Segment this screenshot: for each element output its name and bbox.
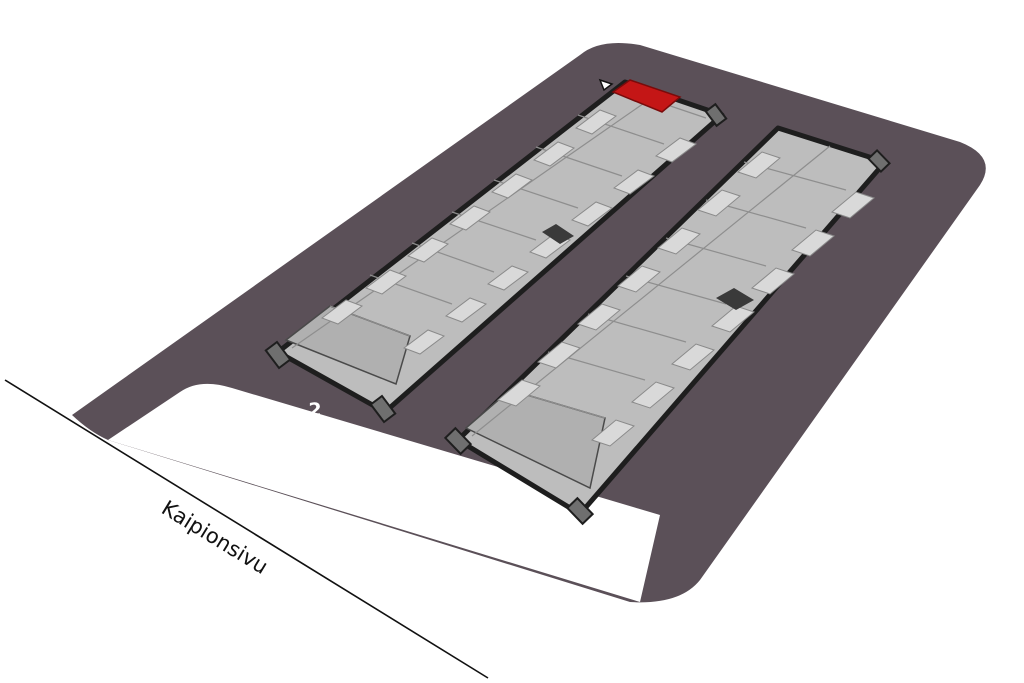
building-1-corner-sw <box>565 496 595 526</box>
building-1-label: 1 <box>500 497 513 519</box>
building-1-corner-ne <box>867 148 891 174</box>
lot-corner-cutout <box>108 383 660 602</box>
building-2-dark-vent <box>542 224 574 244</box>
triangle-marker-icon <box>598 78 614 92</box>
building-2: 2 <box>264 79 728 424</box>
building-1: 1 <box>443 125 891 526</box>
street-label: Kaipionsivu <box>157 496 272 579</box>
street-line <box>4 379 489 679</box>
building-2-label: 2 <box>308 399 321 421</box>
building-1-dark-vent <box>716 288 754 310</box>
building-2-corner-nw <box>264 340 292 370</box>
building-1-corner-nw <box>443 426 473 456</box>
building-2-highlighted-unit <box>611 79 682 113</box>
building-1-roof-panels <box>496 151 876 447</box>
building-2-corner-sw <box>369 394 397 424</box>
building-2-roof-panels <box>320 109 698 355</box>
building-2-corner-ne <box>704 102 728 128</box>
